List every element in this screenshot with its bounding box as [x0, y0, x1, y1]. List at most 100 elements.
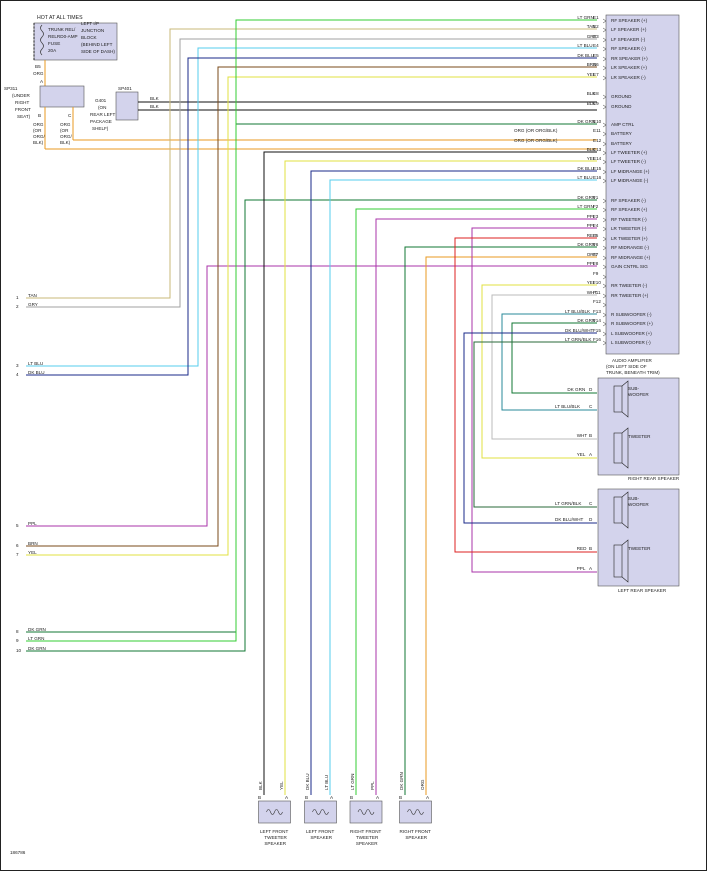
- amp-pin-function: RF SPEAKER (-): [611, 46, 646, 51]
- front-speaker-label: SPEAKER: [405, 835, 427, 840]
- rear-wire-color: RED: [577, 546, 587, 551]
- wire: [425, 256, 597, 795]
- left-connector-color: GRY: [28, 302, 38, 307]
- amp-pin-function: RF SPEAKER (-): [611, 198, 646, 203]
- lr-tweeter-label: TWEETER: [628, 546, 651, 551]
- amp-wire-color: WHT: [587, 290, 598, 295]
- g401-label-3: REAR LEFT: [90, 112, 115, 117]
- amp-pin-function: GROUND: [611, 94, 632, 99]
- left-connector-color: LT GRN: [28, 636, 44, 641]
- amp-title-3: TRUNK, BENEATH TRIM): [606, 370, 660, 375]
- wire: [511, 322, 597, 394]
- pin-arrow-icon: [602, 236, 607, 242]
- amp-wire-color: LT BLU/BLK: [565, 309, 591, 314]
- amp-pin-function: LR TWEETER (+): [611, 236, 648, 241]
- rear-pin-id: C: [589, 404, 593, 409]
- amp-pin-function: L SUBWOOFER (-): [611, 340, 651, 345]
- pin-arrow-icon: [602, 122, 607, 128]
- amp-pin-id: F12: [593, 299, 601, 304]
- front-speaker-label: RIGHT FRONT: [400, 829, 431, 834]
- rear-pin-id: B: [589, 546, 592, 551]
- front-speaker-label: TWEETER: [264, 835, 287, 840]
- pin-arrow-icon: [602, 27, 607, 33]
- pin-arrow-icon: [602, 141, 607, 147]
- amp-wire-color: ORG: [587, 252, 598, 257]
- right-rear-speaker: RIGHT REAR SPEAKER SUB- WOOFER TWEETER: [597, 377, 680, 481]
- rear-pin-id: B: [589, 433, 592, 438]
- amp-wire-color: DK GRN: [577, 242, 595, 247]
- left-connector-pin: 10: [16, 648, 22, 653]
- left-connector-pin: 5: [16, 523, 19, 528]
- front-pin-id: B: [258, 795, 261, 800]
- left-connector-pin: 7: [16, 552, 19, 557]
- junction-label-3: BLOCK: [81, 35, 98, 40]
- pin-arrow-icon: [602, 94, 607, 100]
- wire-b-3: ORG/: [33, 134, 45, 139]
- rr-sub-label-1: SUB-: [628, 386, 639, 391]
- splice-sp311: SP311 (UNDER RIGHT FRONT SEAT) B C ORG (…: [4, 85, 85, 149]
- left-connector-pin: 3: [16, 363, 19, 368]
- pin-arrow-icon: [602, 302, 607, 308]
- amp-title-1: AUDIO AMPLIFIER: [612, 358, 653, 363]
- amp-wire-color: GRY: [587, 34, 597, 39]
- front-speaker-label: LEFT FRONT: [306, 829, 334, 834]
- wire: [26, 76, 597, 556]
- junction-label-4: (BEHIND LEFT: [81, 42, 113, 47]
- rear-wire-color: LT BLU/BLK: [555, 404, 581, 409]
- amp-wire-color: BLK: [587, 101, 597, 106]
- amp-wire-color: LT BLU: [577, 175, 592, 180]
- amp-pin-id: E10: [593, 119, 602, 124]
- wire-routes: [26, 19, 597, 795]
- front-wire-color: DK GRN: [399, 772, 404, 790]
- amp-wire-color: BLK: [587, 91, 597, 96]
- front-speaker-label: LEFT FRONT: [260, 829, 288, 834]
- amp-wire-color: DK GRN: [577, 195, 595, 200]
- amp-pin-function: LF MIDRANGE (+): [611, 169, 650, 174]
- rear-pin-id: C: [589, 501, 593, 506]
- wire: [375, 218, 597, 795]
- pin-arrow-icon: [602, 159, 607, 165]
- amp-pin-id: F15: [593, 328, 601, 333]
- wire: [26, 19, 597, 642]
- wire-b-1: ORG: [33, 122, 44, 127]
- fuse-icon: [40, 24, 44, 56]
- amp-pin-id: E1: [593, 15, 599, 20]
- left-connector-pin: 8: [16, 629, 19, 634]
- sp311-pin-c: C: [68, 113, 72, 118]
- left-connector-color: DK BLU: [28, 370, 45, 375]
- speaker-coil-icon: [266, 809, 283, 815]
- fuse-label-2: RELRD0-AMP: [48, 34, 78, 39]
- wire-c-4: BLK): [60, 140, 71, 145]
- wire: [454, 237, 597, 553]
- front-wire-color: DK BLU: [305, 773, 310, 790]
- amp-pin-function: RF SPEAKER (+): [611, 207, 648, 212]
- amp-pin-function: LF TWEETER (+): [611, 150, 648, 155]
- amp-pin-function: RF MIDRANGE (-): [611, 245, 649, 250]
- amp-wire-color: LT BLU: [577, 43, 592, 48]
- amp-pin-function: R SUBWOOFER (+): [611, 321, 653, 326]
- g401-label-4: PACKAGE: [90, 119, 112, 124]
- front-pin-id: B: [399, 795, 402, 800]
- left-connector-pin: 6: [16, 543, 19, 548]
- wire: [26, 57, 597, 376]
- front-wire-color: LT GRN: [350, 774, 355, 790]
- speaker-coil-icon: [312, 809, 329, 815]
- front-pin-id: B: [350, 795, 353, 800]
- junction-label-1: LEFT I/P: [81, 21, 99, 26]
- pin-arrow-icon: [602, 274, 607, 280]
- wire: [355, 208, 597, 795]
- front-wire-color: ORG: [420, 779, 425, 790]
- wire-c-2: (OR: [60, 128, 69, 133]
- amp-pin-function: AMP CTRL: [611, 122, 635, 127]
- left-connector-color: DK GRN: [28, 627, 46, 632]
- fuse-block: HOT AT ALL TIMES TRUNK REL/ RELRD0-AMP F…: [33, 15, 118, 86]
- amp-pin-id: E11: [593, 128, 601, 133]
- amp-wire-color: PPL: [587, 261, 596, 266]
- sp311-label-1: SP311: [4, 86, 18, 91]
- amp-pin-id: F10: [593, 280, 601, 285]
- left-rear-speaker: LEFT REAR SPEAKER SUB- WOOFER TWEETER: [597, 488, 680, 593]
- left-rear-speaker-label: LEFT REAR SPEAKER: [618, 588, 667, 593]
- wire-b-2: (OR: [33, 128, 42, 133]
- blk-label-1: BLK: [150, 96, 160, 101]
